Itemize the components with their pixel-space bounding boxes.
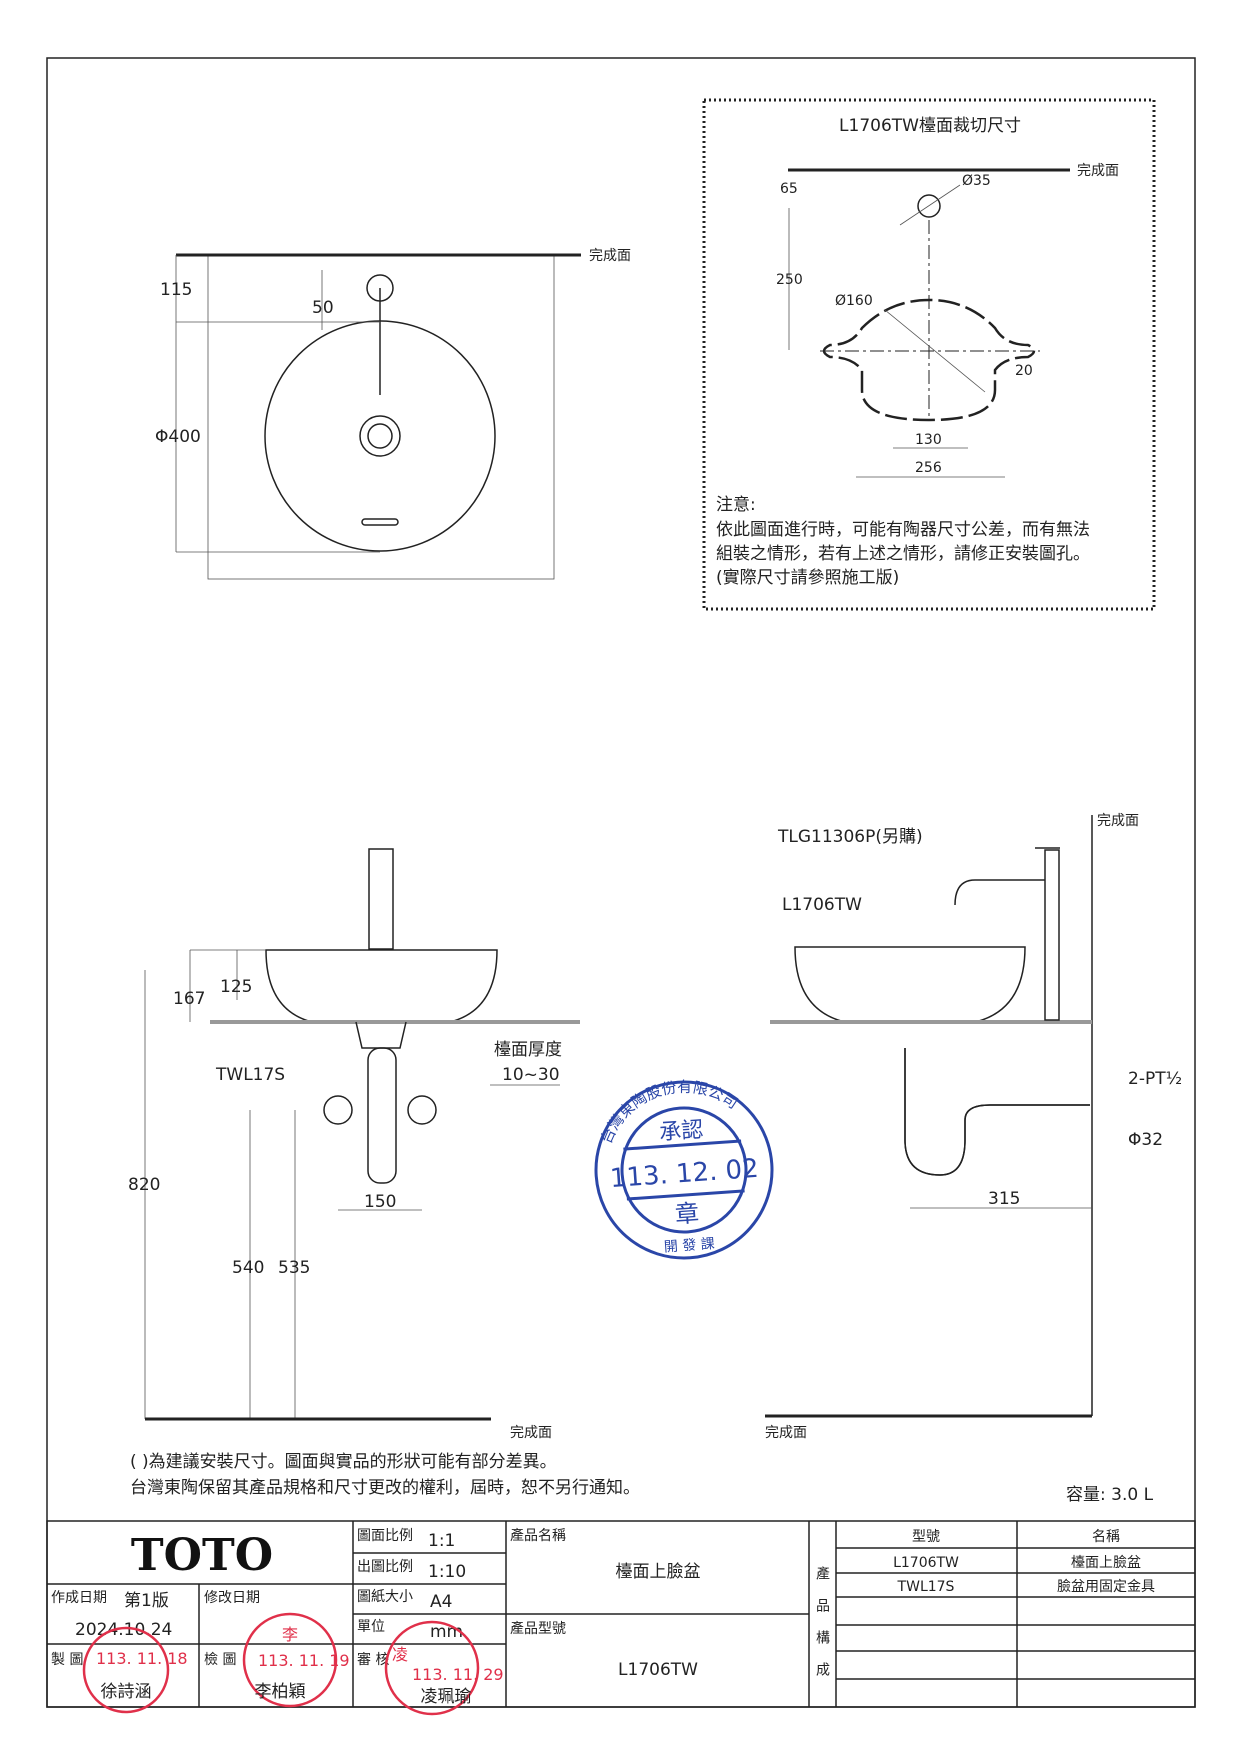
dim-400: Φ400: [155, 427, 201, 447]
col-name-header: 名稱: [1092, 1529, 1120, 1545]
dim-65: 65: [780, 181, 798, 197]
counter-thickness-value: 10~30: [502, 1065, 560, 1085]
dim-250: 250: [776, 272, 803, 288]
overflow-slot: [361, 518, 399, 526]
dim-820: 820: [128, 1175, 160, 1195]
scale-value: 1:1: [428, 1531, 455, 1551]
composition-model: L1706TW: [893, 1555, 959, 1571]
faucet-side: [1044, 849, 1060, 1021]
dim-20: 20: [1015, 363, 1033, 379]
approval-stamp: 台灣東陶股份有限公司 承認 113. 12. 02 章 開 發 課: [593, 1074, 774, 1260]
edition: 第1版: [124, 1591, 169, 1611]
composition-name: 臉盆用固定金具: [1057, 1579, 1155, 1595]
basin-callout: L1706TW: [782, 895, 862, 915]
review-by: 凌珮瑜: [421, 1687, 472, 1707]
product-name: 檯面上臉盆: [616, 1562, 701, 1582]
finish-surface-label: 完成面: [589, 248, 631, 264]
dim-160: Ø160: [835, 293, 873, 309]
dim-315: 315: [988, 1189, 1020, 1209]
capacity: 容量: 3.0 L: [1066, 1485, 1154, 1505]
note-line: 台灣東陶保留其產品規格和尺寸更改的權利，屆時，恕不另行通知。: [130, 1478, 640, 1498]
note-line: 依此圖面進行時，可能有陶器尺寸公差，而有無法: [716, 520, 1090, 540]
dim-125: 125: [220, 977, 252, 997]
twl17s-label: TWL17S: [215, 1065, 285, 1085]
pt-callout: 2-PT½: [1128, 1069, 1182, 1089]
checked-label: 檢 圖: [204, 1651, 236, 1668]
note-line: ( )為建議安裝尺寸。圖面與實品的形狀可能有部分差異。: [130, 1452, 557, 1472]
paper-size-value: A4: [430, 1592, 452, 1612]
faucet-callout: TLG11306P(另購): [777, 827, 923, 847]
dim-540: 540: [232, 1258, 264, 1278]
drawn-label: 製 圖: [51, 1652, 83, 1668]
note-line: (實際尺寸請參照施工版): [716, 568, 899, 588]
review-seal-char: 凌: [392, 1645, 408, 1664]
checked-seal: 李 113. 11. 19 李柏穎: [242, 1612, 350, 1708]
created-label: 作成日期: [51, 1590, 107, 1606]
created-date: 2024.10.24: [75, 1620, 172, 1640]
composition-label: 產品構成: [814, 1565, 830, 1694]
finish-surface-label: 完成面: [510, 1425, 552, 1441]
checked-by: 李柏穎: [255, 1682, 306, 1702]
checked-seal-char: 李: [282, 1625, 298, 1644]
col-model-header: 型號: [912, 1529, 940, 1545]
drain: [359, 415, 401, 457]
front-view: 167 125 TWL17S 檯面厚度 10~30 820 150 540 53…: [128, 848, 580, 1441]
stamp-seal: 章: [674, 1199, 700, 1229]
stamp-date: 113. 12. 02: [609, 1154, 760, 1194]
side-view: 完成面 完成面 TLG11306P(另購) L1706TW 2-PT½ Φ32 …: [765, 813, 1182, 1441]
product-model-label: 產品型號: [510, 1620, 566, 1637]
drawn-seal: 113. 11. 18 徐詩涵: [82, 1626, 188, 1714]
output-scale-label: 出圖比例: [357, 1559, 413, 1575]
cutout-panel: L1706TW檯面裁切尺寸 完成面 65 Ø35 250 Ø160 20 130…: [702, 98, 1156, 611]
dim-535: 535: [278, 1258, 310, 1278]
stamp-approved: 承認: [658, 1118, 704, 1146]
counter-thickness-label: 檯面厚度: [494, 1040, 562, 1060]
drawn-by: 徐詩涵: [101, 1682, 152, 1702]
top-view: 完成面 115 50 Φ400: [155, 248, 631, 580]
composition-model: TWL17S: [897, 1579, 955, 1595]
composition-name: 檯面上臉盆: [1071, 1555, 1141, 1571]
toto-logo: TOTO: [131, 1530, 273, 1581]
review-label: 審 核: [357, 1652, 389, 1668]
product-name-label: 產品名稱: [510, 1527, 566, 1544]
basin-side: [794, 946, 1026, 1023]
paper-size-label: 圖紙大小: [357, 1589, 413, 1605]
note-line: 組裝之情形，若有上述之情形，請修正安裝圖孔。: [716, 544, 1090, 564]
dim-115: 115: [160, 280, 192, 300]
cutout-title: L1706TW檯面裁切尺寸: [839, 116, 1021, 136]
stamp-dept: 開 發 課: [663, 1236, 715, 1256]
faucet: [368, 848, 394, 950]
dim-150: 150: [364, 1192, 396, 1212]
note-title: 注意:: [716, 495, 756, 515]
finish-surface-label: 完成面: [1077, 163, 1119, 179]
drawn-date: 113. 11. 18: [96, 1649, 188, 1668]
dim-35: Ø35: [962, 173, 991, 189]
product-model: L1706TW: [618, 1660, 698, 1680]
unit-label: 單位: [357, 1619, 385, 1635]
dim-256: 256: [915, 460, 942, 476]
finish-surface-label: 完成面: [765, 1425, 807, 1441]
review-date: 113. 11. 29: [412, 1665, 504, 1684]
review-seal: 凌 113. 11. 29 凌珮瑜: [384, 1620, 504, 1716]
finish-surface-label: 完成面: [1097, 813, 1139, 829]
dim-130: 130: [915, 432, 942, 448]
scale-label: 圖面比例: [357, 1528, 413, 1544]
dim-50: 50: [312, 298, 334, 318]
dim-167: 167: [173, 989, 205, 1009]
d32-callout: Φ32: [1128, 1130, 1163, 1150]
modified-label: 修改日期: [204, 1590, 260, 1606]
checked-date: 113. 11. 19: [258, 1651, 350, 1670]
title-block: TOTO 圖面比例 1:1 出圖比例 1:10 圖紙大小 A4 單位 mm 產品…: [46, 1520, 1196, 1716]
output-scale-value: 1:10: [428, 1562, 466, 1582]
basin-front: [265, 949, 498, 1023]
